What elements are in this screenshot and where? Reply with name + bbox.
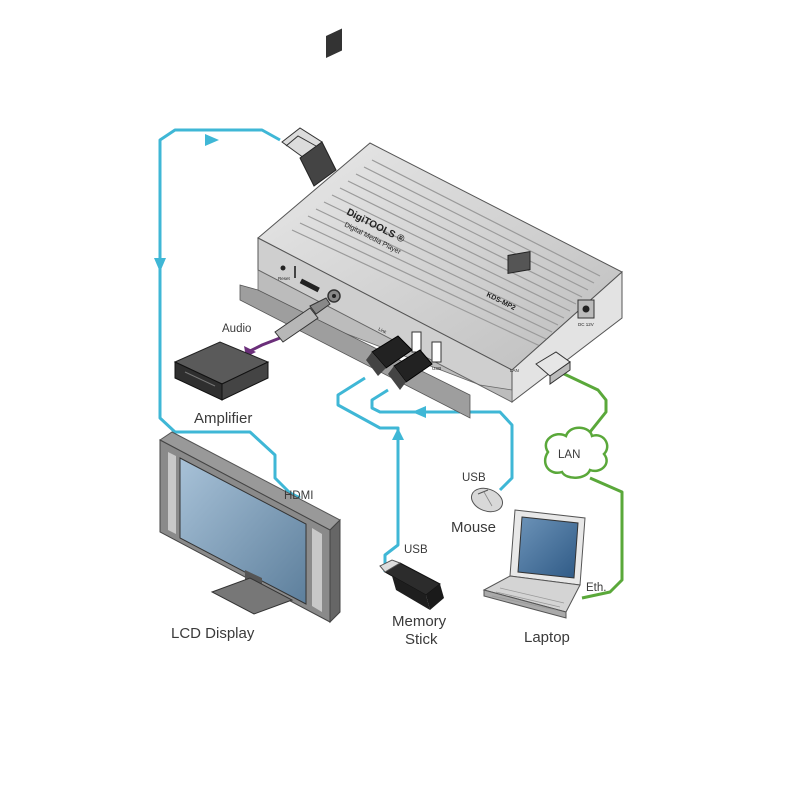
lcd-display: [159, 431, 341, 624]
hdmi-arrows: [154, 134, 219, 272]
power-label: DC 12V: [578, 322, 594, 327]
usb-port-1[interactable]: [411, 331, 422, 353]
kramer-logo: [326, 28, 342, 58]
lan-port[interactable]: [507, 250, 531, 275]
memory-stick: [379, 559, 444, 610]
audio-plug: [274, 297, 331, 343]
hdmi-plug: [281, 127, 337, 187]
usb-mouse-arrow-icon: [412, 406, 426, 418]
laptop-label: Laptop: [524, 629, 570, 646]
memory-stick-label-1: Memory: [392, 613, 447, 630]
lcd-display-label: LCD Display: [171, 625, 255, 642]
led-indicator: [294, 266, 296, 278]
lan-cloud: [543, 426, 609, 479]
lan-label: LAN: [558, 449, 580, 461]
usb-mouse-label: USB: [462, 472, 486, 484]
mouse-label: Mouse: [451, 519, 496, 536]
hdmi-cable: [158, 128, 301, 500]
eth-label: Eth.: [586, 582, 606, 594]
amplifier-device: [173, 341, 270, 401]
audio-label: Audio: [222, 323, 251, 335]
usb-plugs: [366, 335, 433, 390]
reset-label: Reset: [278, 276, 291, 281]
usb-memory-cable: [336, 376, 400, 572]
laptop-device: [482, 509, 586, 619]
hdmi-label: HDMI: [284, 490, 313, 502]
memory-stick-label-2: Stick: [405, 631, 438, 648]
link-label: Link: [378, 326, 388, 335]
usb-memory-label: USB: [404, 544, 428, 556]
device-ribs: [291, 159, 601, 347]
usb-mouse-cable: [370, 388, 514, 492]
lan-port-label: LAN: [510, 368, 519, 373]
usb-port-label: USB: [432, 366, 441, 371]
audio-cable: [247, 336, 281, 354]
usb-port-2[interactable]: [431, 341, 442, 363]
lan-plug: [535, 351, 571, 385]
lan-cable: [559, 370, 624, 600]
reset-button[interactable]: [280, 265, 286, 271]
amplifier-label: Amplifier: [194, 410, 252, 427]
sd-card-slot[interactable]: [299, 278, 320, 293]
usb-memory-arrow-icon: [392, 428, 404, 440]
media-player-device: DigiTOOLS ® Digital Media Player KDS-MP2…: [239, 28, 623, 419]
mouse-device: [471, 487, 503, 513]
